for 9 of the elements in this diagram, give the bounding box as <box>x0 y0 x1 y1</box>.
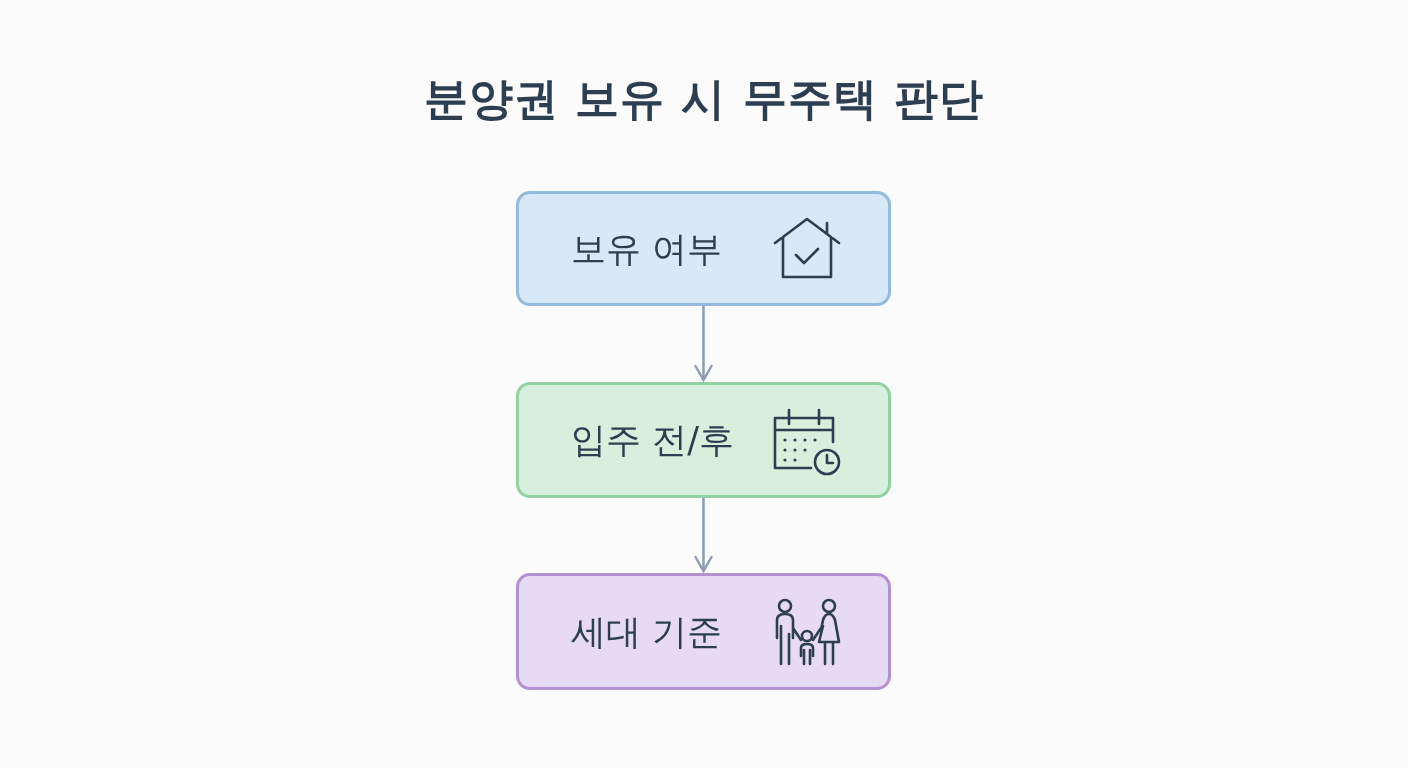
box-label: 입주 전/후 <box>571 418 734 462</box>
process-box <box>516 573 891 690</box>
process-box <box>516 191 891 306</box>
arrow <box>694 498 713 573</box>
box-label: 보유 여부 <box>571 227 723 270</box>
process-box <box>516 382 891 498</box>
diagram-title: 분양권 보유 시 무주택 판단 <box>423 73 985 124</box>
box-label: 세대 기준 <box>571 610 723 653</box>
arrow <box>694 306 713 382</box>
